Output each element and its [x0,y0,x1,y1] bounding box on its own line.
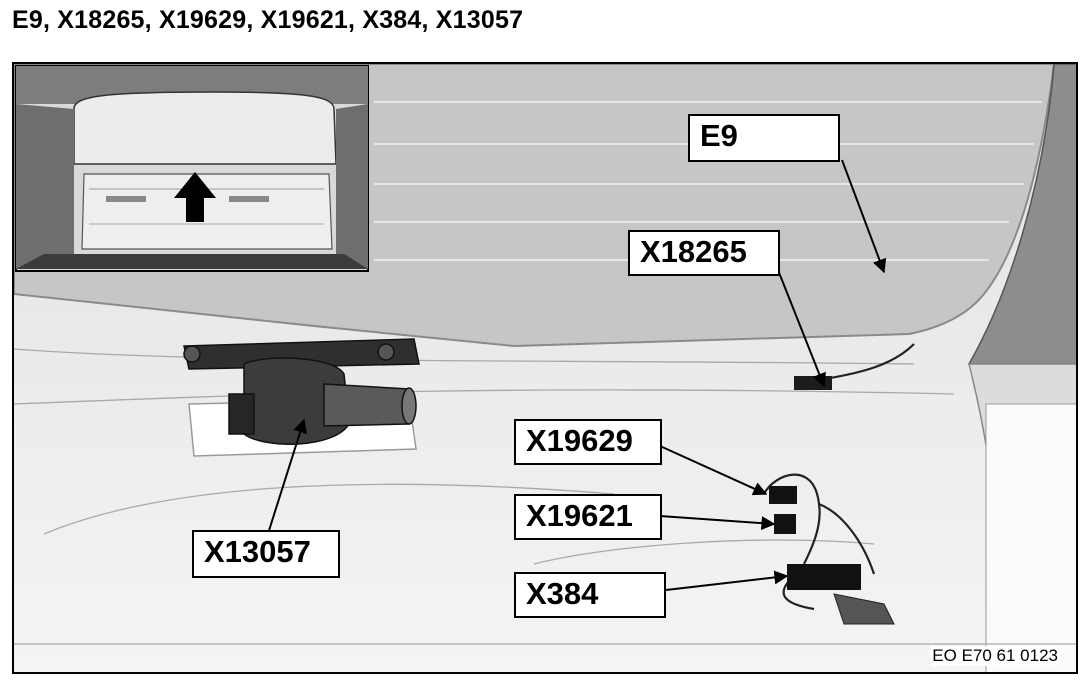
connector-x19621 [774,514,796,534]
inset-cargo-view [15,65,369,272]
label-e9: E9 [688,114,840,162]
label-x13057: X13057 [192,530,340,578]
wiper-motor [183,338,420,445]
label-x19629: X19629 [514,419,662,465]
diagram-title: E9, X18265, X19629, X19621, X384, X13057 [12,6,524,34]
label-x384: X384 [514,572,666,618]
diagram-frame: E9 X18265 X19629 X19621 X384 X13057 EO E… [12,62,1078,674]
label-x18265: X18265 [628,230,780,276]
leader-lines [265,159,887,591]
connector-x384 [787,564,861,590]
connector-x18265 [794,376,832,390]
tailgate-illustration [14,64,1076,672]
connector-x19629 [769,486,797,504]
document-code: EO E70 61 0123 [930,646,1060,666]
label-x19621: X19621 [514,494,662,540]
inset-arrow-icon [174,172,216,222]
